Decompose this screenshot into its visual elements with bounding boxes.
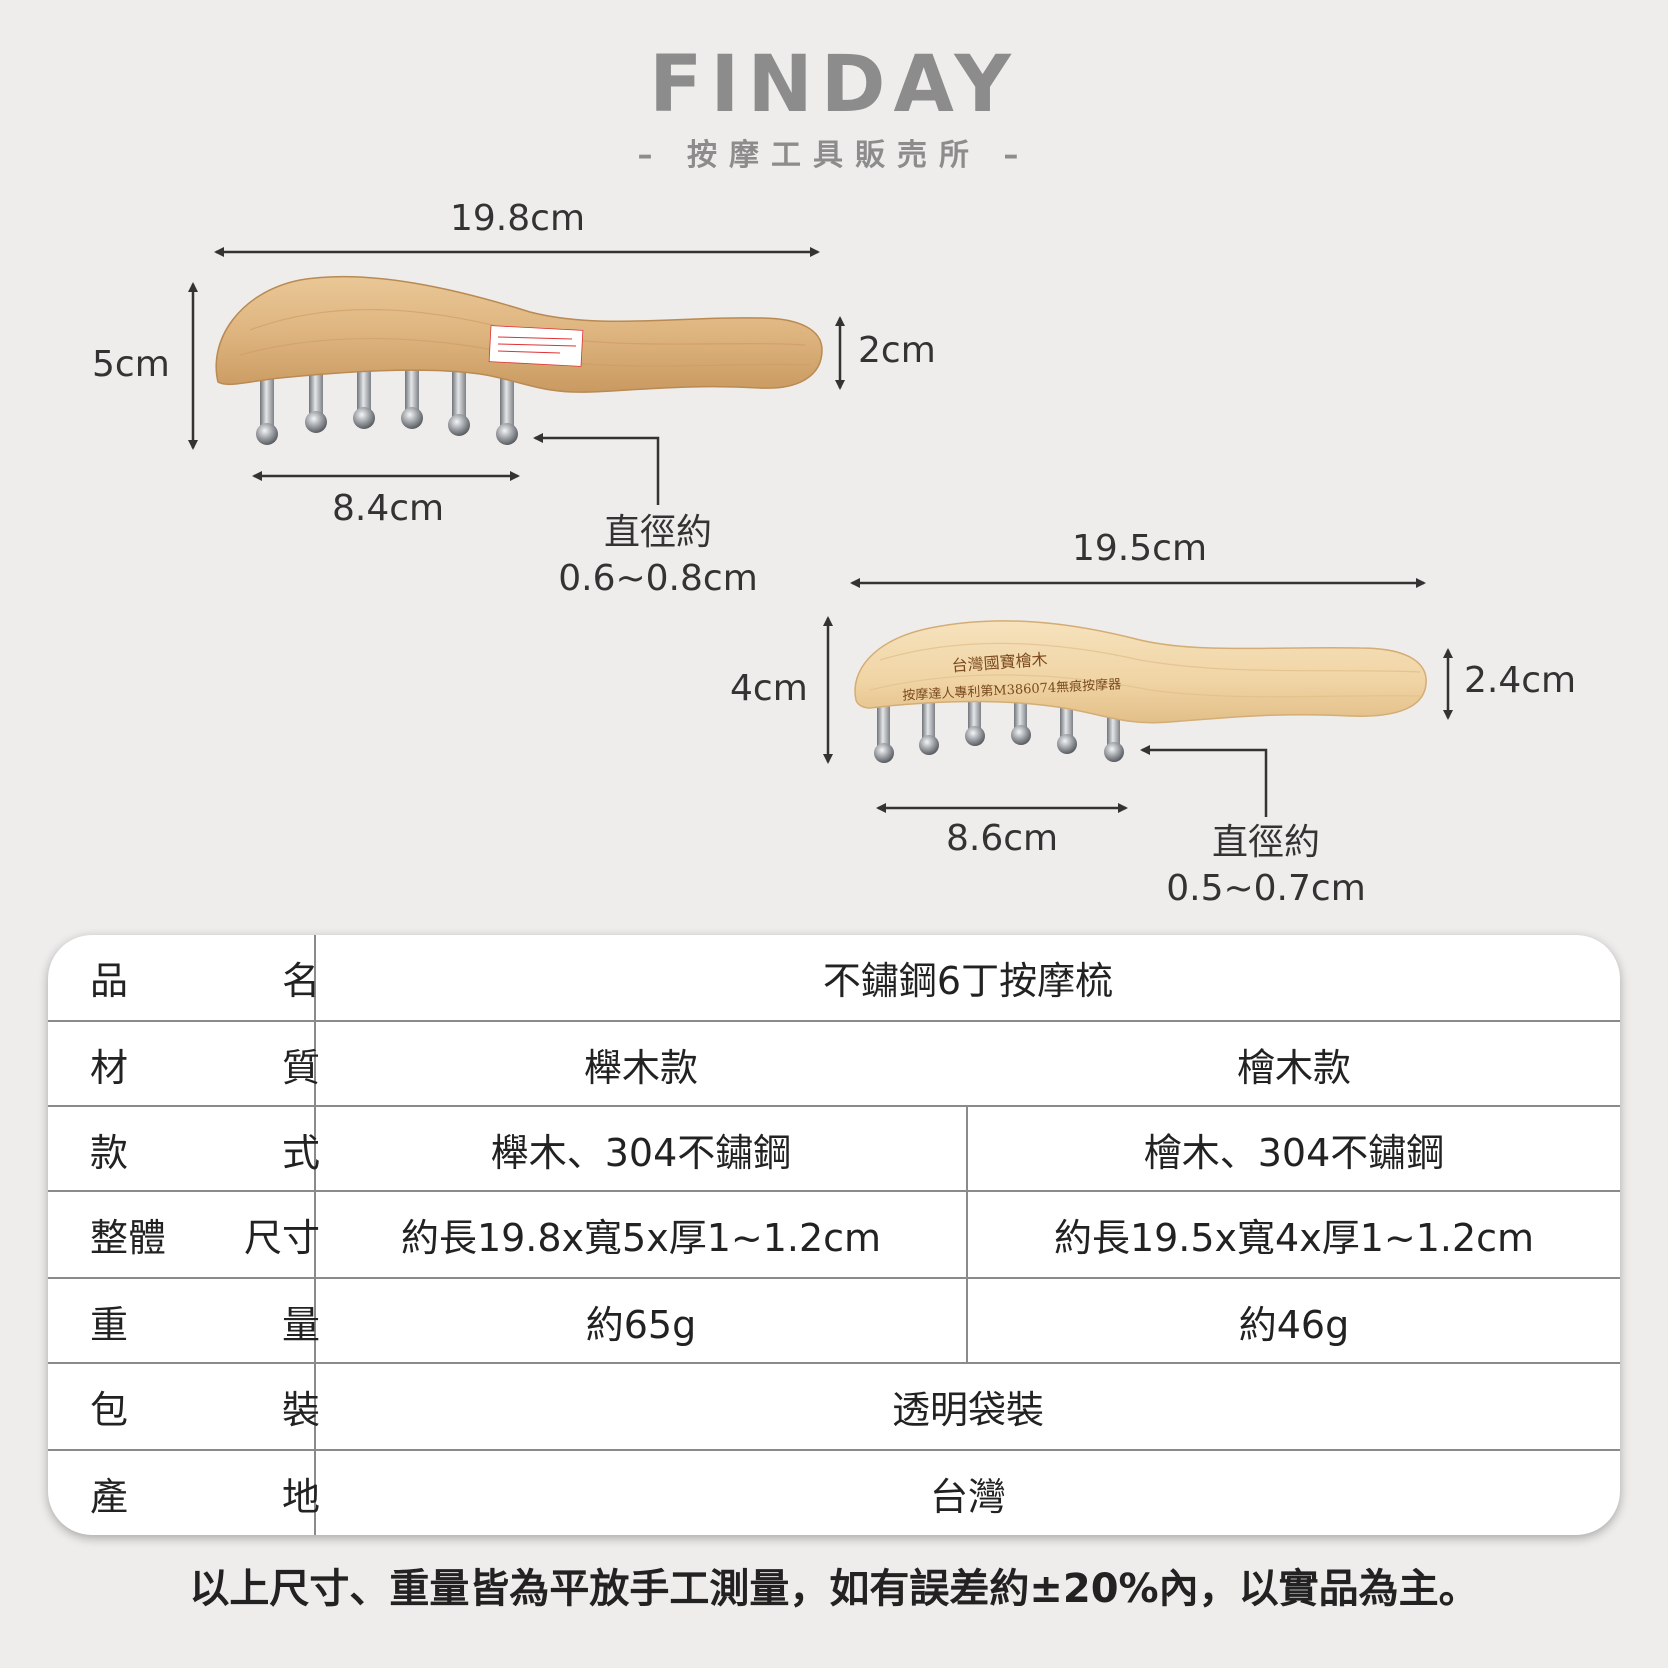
beech-comb-illustration <box>215 275 823 445</box>
row-label: 品名 <box>90 959 320 1003</box>
cypress-diameter-note: 直徑約 0.5~0.7cm <box>1146 820 1386 912</box>
cypress-teeth-span-label: 8.6cm <box>946 818 1059 859</box>
beech-length-label: 19.8cm <box>450 198 586 239</box>
product-name-cell: 不鏽鋼6丁按摩梳 <box>822 959 1114 1003</box>
material-cypress-cell: 檜木款 <box>1236 1046 1351 1090</box>
weight-beech-cell: 約65g <box>585 1303 697 1347</box>
brand-logo: FINDAY <box>649 40 1019 130</box>
table-row-origin: 產地 台灣 <box>48 1451 1620 1535</box>
cypress-diameter-value: 0.5~0.7cm <box>1166 868 1366 909</box>
cypress-thickness-label: 2.4cm <box>1464 660 1577 701</box>
row-label: 材質 <box>90 1046 320 1090</box>
weight-cypress-cell: 約46g <box>1238 1303 1350 1347</box>
beech-diameter-value: 0.6~0.8cm <box>558 558 758 599</box>
row-label: 重量 <box>90 1303 320 1347</box>
row-label: 款式 <box>90 1131 320 1175</box>
row-label: 整體尺寸 <box>90 1216 320 1260</box>
measurement-disclaimer: 以上尺寸、重量皆為平放手工測量，如有誤差約±20%內，以實品為主。 <box>189 1566 1479 1612</box>
beech-comb-sticker <box>488 325 584 367</box>
brand-tagline: – 按摩工具販売所 – <box>637 138 1031 173</box>
cypress-comb-body <box>854 620 1427 724</box>
spec-table: 品名 不鏽鋼6丁按摩梳 材質 櫸木款 檜木款 款式 櫸木、304不鏽鋼 檜木、3… <box>48 935 1620 1535</box>
row-label: 產地 <box>90 1475 320 1519</box>
cypress-comb-illustration: 台灣國寶檜木 按摩達人專利第M386074無痕按摩器 <box>854 620 1427 763</box>
packaging-cell: 透明袋裝 <box>891 1388 1044 1432</box>
beech-diameter-note: 直徑約 0.6~0.8cm <box>538 510 778 602</box>
size-cypress-cell: 約長19.5x寬4x厚1~1.2cm <box>1053 1216 1535 1260</box>
cypress-length-label: 19.5cm <box>1072 528 1208 569</box>
beech-diameter-title: 直徑約 <box>603 512 712 553</box>
table-row-weight: 重量 約65g 約46g <box>48 1279 1620 1364</box>
cypress-diameter-title: 直徑約 <box>1211 822 1320 863</box>
style-cypress-cell: 檜木、304不鏽鋼 <box>1143 1131 1445 1175</box>
style-beech-cell: 櫸木、304不鏽鋼 <box>490 1131 792 1175</box>
beech-comb-teeth <box>256 358 518 445</box>
table-row-size: 整體尺寸 約長19.8x寬5x厚1~1.2cm 約長19.5x寬4x厚1~1.2… <box>48 1192 1620 1277</box>
table-row-name: 品名 不鏽鋼6丁按摩梳 <box>48 935 1620 1020</box>
table-row-style: 款式 櫸木、304不鏽鋼 檜木、304不鏽鋼 <box>48 1107 1620 1192</box>
cypress-height-label: 4cm <box>730 668 808 709</box>
material-beech-cell: 櫸木款 <box>583 1046 698 1090</box>
beech-teeth-span-label: 8.4cm <box>332 488 445 529</box>
beech-thickness-label: 2cm <box>858 330 936 371</box>
row-label: 包裝 <box>90 1388 320 1432</box>
size-beech-cell: 約長19.8x寬5x厚1~1.2cm <box>400 1216 882 1260</box>
table-row-packaging: 包裝 透明袋裝 <box>48 1364 1620 1449</box>
beech-height-label: 5cm <box>92 344 170 385</box>
origin-cell: 台灣 <box>929 1475 1006 1519</box>
product-dimension-illustration: 台灣國寶檜木 按摩達人專利第M386074無痕按摩器 <box>188 247 1453 817</box>
table-row-material: 材質 櫸木款 檜木款 <box>48 1022 1620 1107</box>
